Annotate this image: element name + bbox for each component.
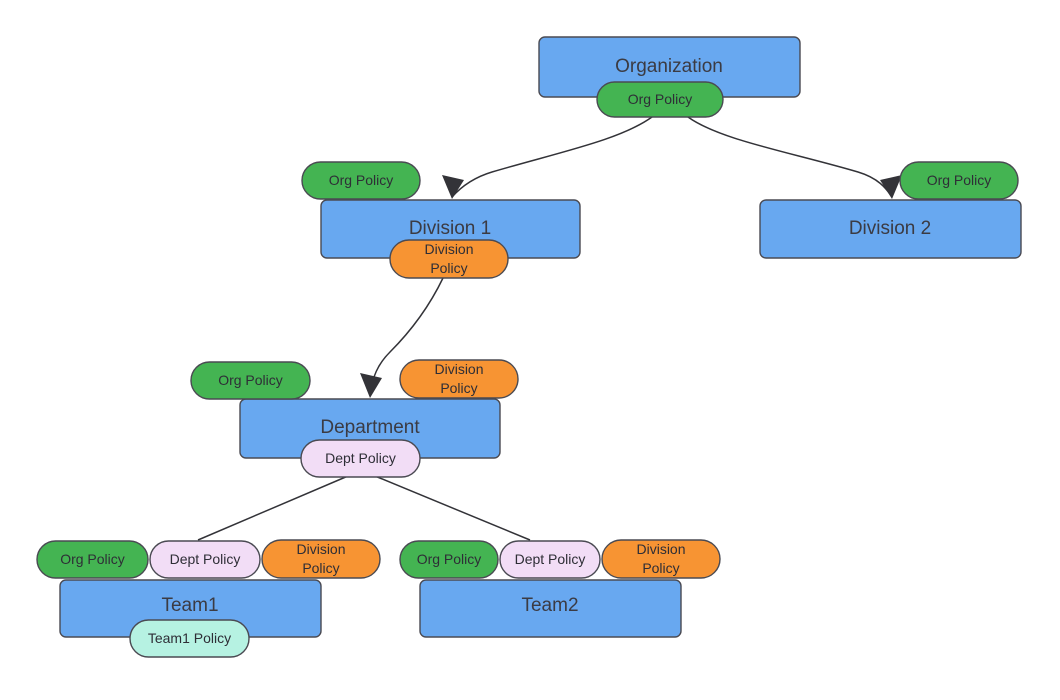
node-team2[interactable]: Team2 <box>419 579 682 638</box>
policy-pill-division-policy-department[interactable] <box>399 359 519 399</box>
policy-pill-org-policy-organization[interactable] <box>596 81 724 118</box>
policy-badge-dept-policy-team2[interactable]: Dept Policy <box>499 540 601 579</box>
policy-pill-org-policy-team1[interactable] <box>36 540 149 579</box>
policy-pill-dept-policy-team2[interactable] <box>499 540 601 579</box>
policy-label-org-policy-department: Org Policy <box>218 372 283 388</box>
policy-label-division-policy-division1-line0: Division <box>424 241 473 257</box>
policy-pill-org-policy-department[interactable] <box>190 361 311 400</box>
policy-pill-team1-policy-team1[interactable] <box>129 619 250 658</box>
arrowhead-division1 <box>442 175 464 199</box>
policy-label-dept-policy-department: Dept Policy <box>325 450 396 466</box>
node-box-team2[interactable] <box>419 579 682 638</box>
policy-label-org-policy-division1: Org Policy <box>329 172 394 188</box>
policy-label-division-policy-team1-line1: Policy <box>302 560 339 576</box>
policy-badge-org-policy-team1[interactable]: Org Policy <box>36 540 149 579</box>
policy-pill-division-policy-team1[interactable] <box>261 539 381 579</box>
node-label-team1: Team1 <box>161 595 218 616</box>
node-label-division2: Division 2 <box>849 218 931 239</box>
arrowhead-division2 <box>880 175 902 199</box>
policy-badge-team1-policy-team1[interactable]: Team1 Policy <box>129 619 250 658</box>
edge-organization-to-division2 <box>687 116 893 198</box>
policy-pill-org-policy-division1[interactable] <box>301 161 421 200</box>
policy-label-division-policy-team2-line1: Policy <box>642 560 679 576</box>
edge-department-to-team1 <box>197 475 349 541</box>
node-organization[interactable]: Organization <box>538 36 801 98</box>
node-label-department: Department <box>320 417 420 438</box>
node-division1[interactable]: Division 1 <box>320 199 581 259</box>
policy-label-division-policy-division1-line1: Policy <box>430 260 467 276</box>
policy-label-division-policy-team1-line0: Division <box>296 541 345 557</box>
policy-badge-dept-policy-team1[interactable]: Dept Policy <box>149 540 261 579</box>
arrowhead-department <box>360 373 382 398</box>
edge-department-to-team2 <box>374 475 531 541</box>
policy-label-dept-policy-team2: Dept Policy <box>515 551 586 567</box>
policy-label-dept-policy-team1: Dept Policy <box>170 551 241 567</box>
policy-label-division-policy-department-line0: Division <box>434 361 483 377</box>
policy-label-org-policy-team2: Org Policy <box>417 551 482 567</box>
policy-badge-org-policy-division1[interactable]: Org Policy <box>301 161 421 200</box>
policy-pill-division-policy-team2[interactable] <box>601 539 721 579</box>
policy-pill-division-policy-division1[interactable] <box>389 239 509 279</box>
edges-layer <box>197 116 902 541</box>
policy-badge-org-policy-team2[interactable]: Org Policy <box>399 540 499 579</box>
policy-label-org-policy-division2: Org Policy <box>927 172 992 188</box>
node-division2[interactable]: Division 2 <box>759 199 1022 259</box>
policy-badge-org-policy-department[interactable]: Org Policy <box>190 361 311 400</box>
node-box-division2[interactable] <box>759 199 1022 259</box>
policy-label-division-policy-team2-line0: Division <box>636 541 685 557</box>
node-label-division1: Division 1 <box>409 218 491 239</box>
policy-label-org-policy-team1: Org Policy <box>60 551 125 567</box>
node-label-organization: Organization <box>615 56 723 77</box>
policy-pill-org-policy-division2[interactable] <box>899 161 1019 200</box>
policy-badge-dept-policy-department[interactable]: Dept Policy <box>300 439 421 478</box>
policy-pill-dept-policy-team1[interactable] <box>149 540 261 579</box>
policy-pill-dept-policy-department[interactable] <box>300 439 421 478</box>
node-department[interactable]: Department <box>239 398 501 459</box>
policy-badge-org-policy-division2[interactable]: Org Policy <box>899 161 1019 200</box>
policy-label-team1-policy-team1: Team1 Policy <box>148 630 231 646</box>
edge-organization-to-division1 <box>451 116 653 198</box>
policy-label-org-policy-organization: Org Policy <box>628 91 693 107</box>
policy-badge-org-policy-organization[interactable]: Org Policy <box>596 81 724 118</box>
policy-pill-org-policy-team2[interactable] <box>399 540 499 579</box>
policy-label-division-policy-department-line1: Policy <box>440 380 477 396</box>
node-label-team2: Team2 <box>521 595 578 616</box>
